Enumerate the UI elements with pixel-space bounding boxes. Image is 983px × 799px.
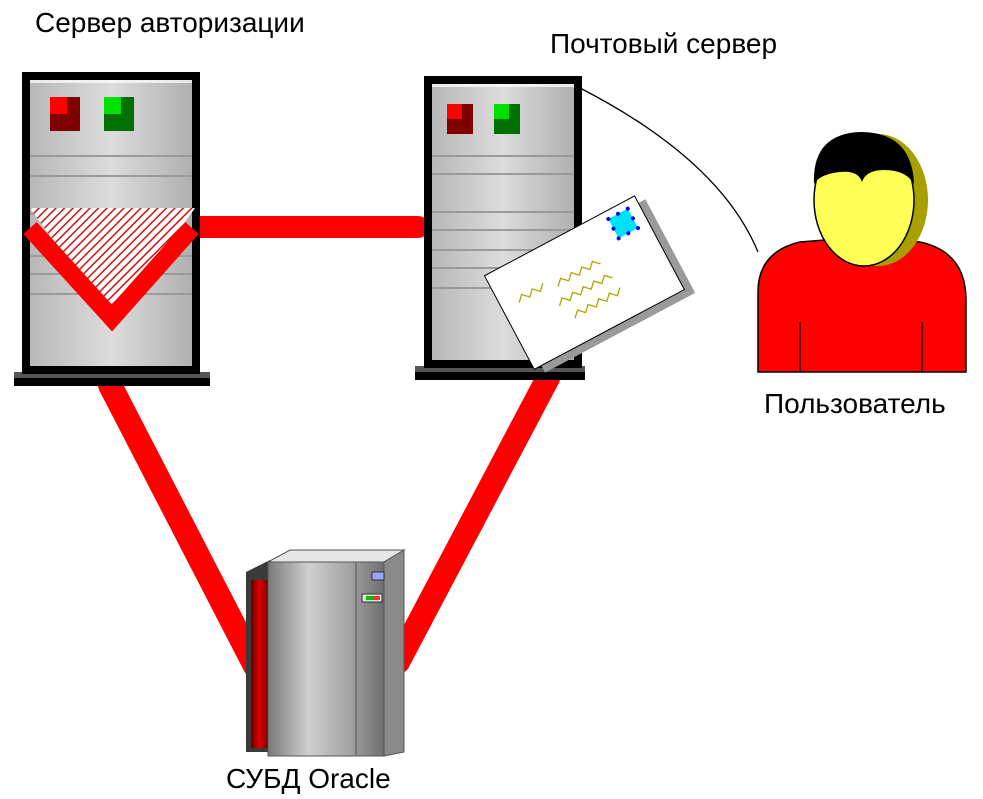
- oracle-db-server: [246, 549, 406, 757]
- label-mail-server: Почтовый сервер: [550, 28, 778, 59]
- user-icon: [757, 132, 967, 373]
- label-user: Пользователь: [764, 388, 946, 419]
- stamp-icon: [606, 206, 641, 241]
- network-links: [98, 87, 759, 678]
- red-led-icon: [50, 97, 80, 131]
- label-auth-server: Сервер авторизации: [35, 7, 305, 38]
- green-led-icon: [104, 97, 134, 131]
- link-auth-to-db: [98, 373, 267, 678]
- auth-server: [14, 72, 210, 386]
- mail-server: [415, 76, 585, 380]
- envelope-icon: [483, 195, 696, 373]
- link-mail-to-user: [579, 87, 759, 253]
- label-database: СУБД Oracle: [226, 763, 391, 794]
- link-mail-to-db: [386, 366, 560, 674]
- green-led-icon: [494, 104, 520, 134]
- red-led-icon: [447, 104, 473, 134]
- checkmark-icon: [23, 208, 199, 332]
